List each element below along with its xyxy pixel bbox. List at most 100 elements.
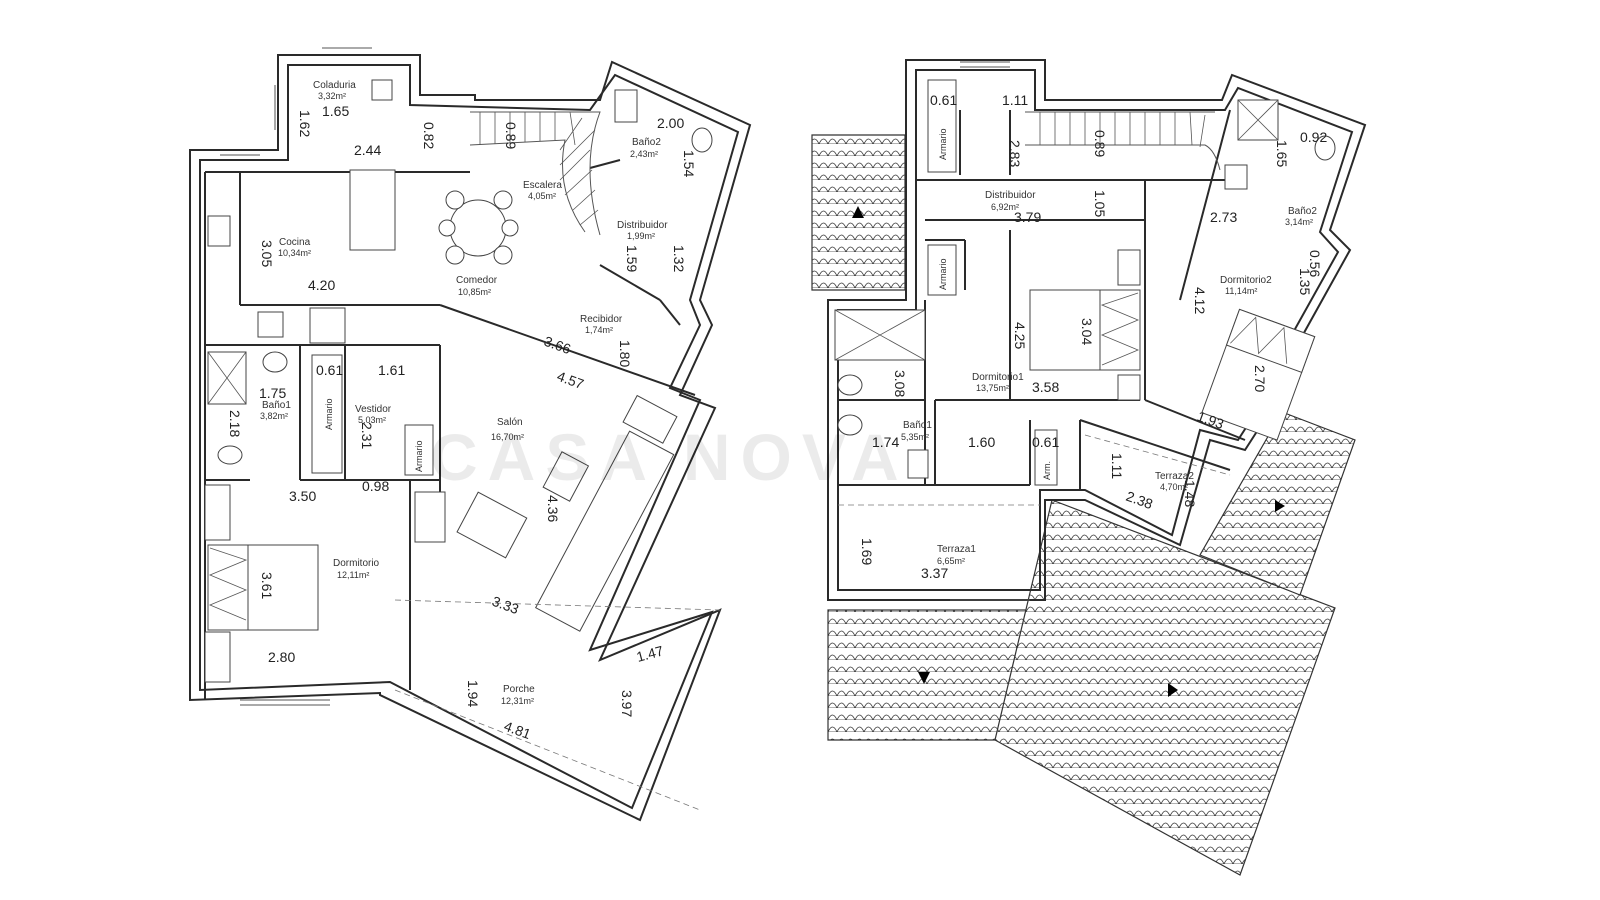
upper-windows bbox=[950, 61, 1030, 601]
ground-floor-partitions bbox=[204, 159, 696, 700]
upper-floor-plan bbox=[811, 59, 1367, 876]
terrace-outline bbox=[838, 434, 1231, 506]
svg-text:Porche: Porche bbox=[503, 684, 535, 695]
toilet-upper-1 bbox=[907, 449, 929, 479]
upper-dimensions: 0.61 1.11 2.83 0.89 3.79 1.05 2.73 1.65 … bbox=[859, 92, 1327, 581]
svg-text:Armario: Armario bbox=[938, 128, 948, 160]
svg-text:Recibidor: Recibidor bbox=[580, 314, 623, 325]
kitchen-sink bbox=[257, 311, 284, 338]
washer bbox=[371, 79, 393, 101]
svg-text:1.74: 1.74 bbox=[872, 434, 899, 450]
svg-text:3.33: 3.33 bbox=[490, 593, 521, 617]
svg-text:0.98: 0.98 bbox=[362, 478, 389, 494]
svg-text:5,35m²: 5,35m² bbox=[901, 432, 929, 442]
svg-text:1.11: 1.11 bbox=[1109, 453, 1125, 479]
roof-slope-arrow-1 bbox=[852, 206, 864, 218]
svg-text:3,82m²: 3,82m² bbox=[260, 411, 288, 421]
upper-bed-1 bbox=[1029, 249, 1141, 401]
svg-text:4.57: 4.57 bbox=[555, 368, 586, 392]
svg-text:1.60: 1.60 bbox=[968, 434, 995, 450]
svg-text:1.11: 1.11 bbox=[1002, 92, 1028, 108]
svg-text:10,34m²: 10,34m² bbox=[278, 248, 311, 258]
wardrobe-upper-2 bbox=[927, 244, 957, 296]
svg-text:2.80: 2.80 bbox=[268, 649, 295, 665]
kitchen-island bbox=[349, 169, 396, 251]
svg-text:3.37: 3.37 bbox=[921, 565, 948, 581]
upper-staircase bbox=[1025, 111, 1221, 171]
fireplace bbox=[414, 491, 446, 543]
svg-text:Terraza2: Terraza2 bbox=[1155, 471, 1194, 482]
svg-text:4.12: 4.12 bbox=[1192, 287, 1208, 314]
svg-text:2.44: 2.44 bbox=[354, 142, 381, 158]
upper-room-labels: Distribuidor 6,92m² Baño2 3,14m² Dormito… bbox=[901, 128, 1317, 566]
toilet-1 bbox=[217, 445, 243, 465]
svg-text:1.65: 1.65 bbox=[1274, 140, 1290, 167]
svg-text:16,70m²: 16,70m² bbox=[491, 432, 524, 442]
ground-staircase bbox=[469, 111, 601, 236]
wardrobe-upper-3 bbox=[1034, 429, 1058, 486]
ground-dimensions: 1.65 1.62 2.44 0.82 0.89 2.00 1.54 3.05 … bbox=[227, 103, 697, 742]
kitchen-appliance bbox=[309, 307, 346, 344]
cooktop bbox=[207, 215, 231, 247]
svg-text:1.62: 1.62 bbox=[297, 110, 313, 137]
svg-text:1.69: 1.69 bbox=[859, 538, 875, 565]
svg-text:1.61: 1.61 bbox=[378, 362, 405, 378]
svg-text:Distribuidor: Distribuidor bbox=[617, 220, 668, 231]
living-room-furniture bbox=[456, 394, 678, 632]
svg-text:Baño1: Baño1 bbox=[903, 420, 932, 431]
svg-text:2.70: 2.70 bbox=[1252, 365, 1268, 392]
svg-text:Vestidor: Vestidor bbox=[355, 404, 392, 415]
svg-text:1.59: 1.59 bbox=[624, 245, 640, 272]
svg-text:Armario: Armario bbox=[414, 440, 424, 472]
watermark: CASA NOVA bbox=[430, 420, 909, 494]
svg-text:4.20: 4.20 bbox=[308, 277, 335, 293]
svg-text:0.61: 0.61 bbox=[930, 92, 957, 108]
svg-text:1.05: 1.05 bbox=[1092, 190, 1108, 217]
svg-text:0.89: 0.89 bbox=[503, 122, 519, 149]
porch-outline bbox=[394, 599, 721, 811]
svg-text:6,65m²: 6,65m² bbox=[937, 556, 965, 566]
svg-text:2.38: 2.38 bbox=[1124, 488, 1155, 512]
ground-floor-plan bbox=[189, 47, 752, 822]
svg-text:3.50: 3.50 bbox=[289, 488, 316, 504]
svg-text:Comedor: Comedor bbox=[456, 275, 498, 286]
svg-text:Baño1: Baño1 bbox=[262, 400, 291, 411]
svg-text:3.97: 3.97 bbox=[619, 690, 635, 717]
svg-text:3.58: 3.58 bbox=[1032, 379, 1059, 395]
svg-text:5,03m²: 5,03m² bbox=[358, 415, 386, 425]
svg-text:2.83: 2.83 bbox=[1007, 140, 1023, 167]
svg-text:12,31m²: 12,31m² bbox=[501, 696, 534, 706]
svg-text:2.31: 2.31 bbox=[359, 422, 375, 449]
svg-text:3,32m²: 3,32m² bbox=[318, 91, 346, 101]
svg-text:4.25: 4.25 bbox=[1012, 322, 1028, 349]
svg-text:0.89: 0.89 bbox=[1092, 130, 1108, 157]
svg-text:Dormitorio: Dormitorio bbox=[333, 558, 380, 569]
svg-text:3.08: 3.08 bbox=[892, 370, 908, 397]
sink-1 bbox=[262, 351, 288, 373]
svg-text:1.65: 1.65 bbox=[322, 103, 349, 119]
svg-text:3,14m²: 3,14m² bbox=[1285, 217, 1313, 227]
dining-table bbox=[438, 190, 519, 265]
sink-2 bbox=[691, 127, 713, 153]
ground-floor-inner-wall bbox=[199, 64, 740, 810]
svg-text:0.61: 0.61 bbox=[1032, 434, 1059, 450]
svg-text:10,85m²: 10,85m² bbox=[458, 287, 491, 297]
svg-text:2,43m²: 2,43m² bbox=[630, 149, 658, 159]
ground-floor-outer-wall bbox=[189, 54, 752, 822]
svg-text:1.47: 1.47 bbox=[635, 642, 666, 665]
toilet-upper-2 bbox=[1224, 164, 1248, 190]
svg-text:3.66: 3.66 bbox=[542, 333, 573, 357]
svg-text:3.79: 3.79 bbox=[1014, 209, 1041, 225]
svg-text:1.80: 1.80 bbox=[617, 340, 633, 367]
toilet-2 bbox=[614, 89, 638, 123]
svg-text:3.05: 3.05 bbox=[259, 240, 275, 267]
upper-floor-partitions bbox=[838, 109, 1246, 490]
windows bbox=[220, 47, 372, 706]
svg-text:0.92: 0.92 bbox=[1300, 129, 1327, 145]
svg-text:3.04: 3.04 bbox=[1079, 318, 1095, 345]
svg-text:0.56: 0.56 bbox=[1307, 250, 1323, 277]
svg-text:Salón: Salón bbox=[497, 417, 523, 428]
svg-text:3.61: 3.61 bbox=[259, 572, 275, 599]
ground-bed bbox=[204, 484, 319, 683]
